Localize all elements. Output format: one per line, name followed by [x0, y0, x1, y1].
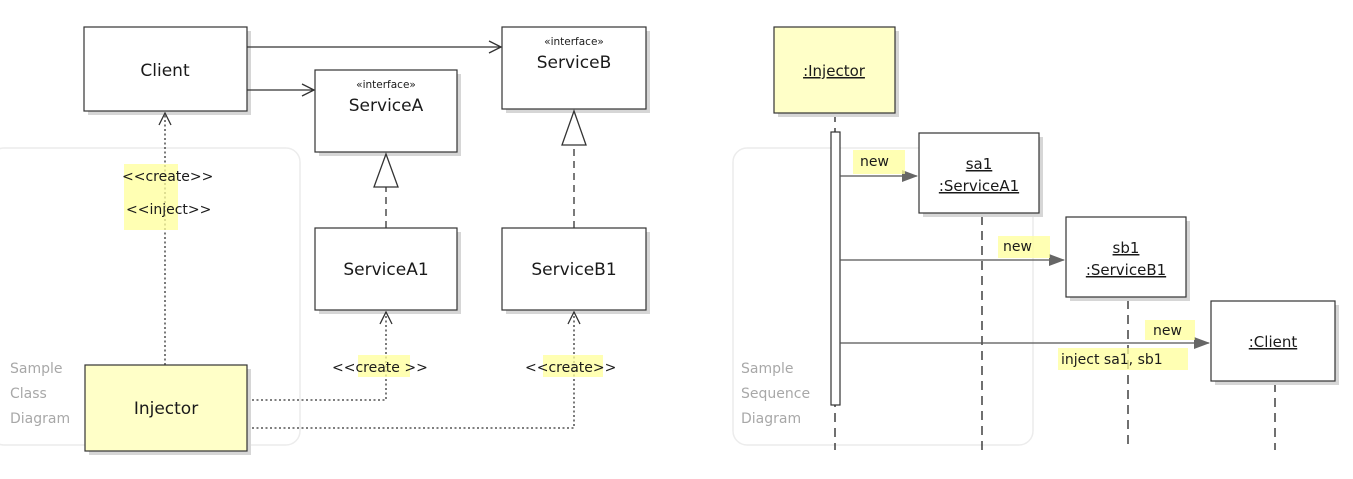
service-a1-realization-triangle — [373, 152, 399, 188]
sb1-object-type: :ServiceB1 — [1086, 261, 1166, 279]
client-object: :Client — [1210, 300, 1339, 385]
new-sb1-label: new — [1003, 239, 1032, 255]
injector-object: :Injector — [773, 26, 899, 117]
injector-object-name: :Injector — [803, 62, 866, 80]
inject-client-label: inject sa1, sb1 — [1061, 352, 1163, 368]
client-object-name: :Client — [1249, 333, 1298, 351]
inject-stereotype-label: <<inject>> — [126, 202, 211, 218]
create-a1-label: <<create >> — [332, 360, 428, 376]
service-a1-name: ServiceA1 — [343, 260, 428, 280]
service-b-name: ServiceB — [537, 53, 612, 73]
sb1-object: sb1 :ServiceB1 — [1065, 216, 1190, 301]
sequence-diagram-frame — [732, 147, 1034, 446]
sequence-diagram: Sample Sequence Diagram :Injector sa1 :S… — [732, 26, 1339, 450]
sa1-object: sa1 :ServiceA1 — [918, 132, 1043, 217]
new-client-label: new — [1153, 323, 1182, 339]
client-class-name: Client — [140, 61, 190, 81]
service-a-name: ServiceA — [349, 96, 424, 116]
service-a1-class: ServiceA1 — [314, 227, 461, 314]
service-b-stereotype: «interface» — [544, 36, 604, 48]
service-a-stereotype: «interface» — [356, 79, 416, 91]
sa1-object-name: sa1 — [966, 155, 993, 173]
injector-activation-bar — [830, 131, 841, 406]
service-b-interface: «interface» ServiceB — [501, 26, 650, 113]
service-b1-class: ServiceB1 — [501, 227, 650, 314]
sequence-frame-label: Sample Sequence Diagram — [741, 361, 815, 427]
class-diagram: Sample Class Diagram Client «interface» … — [0, 26, 650, 455]
create-b1-label: <<create>> — [525, 360, 616, 376]
service-b1-name: ServiceB1 — [531, 260, 616, 280]
service-b1-realization-triangle — [561, 109, 587, 146]
sa1-object-type: :ServiceA1 — [939, 177, 1019, 195]
service-a-interface: «interface» ServiceA — [314, 69, 461, 156]
injector-class: Injector — [84, 364, 251, 455]
sb1-object-name: sb1 — [1113, 239, 1140, 257]
create-stereotype-label: <<create>> — [122, 169, 213, 185]
class-frame-label: Sample Class Diagram — [10, 361, 70, 427]
new-sa1-label: new — [860, 154, 889, 170]
injector-class-name: Injector — [134, 399, 198, 419]
client-class: Client — [83, 26, 251, 115]
